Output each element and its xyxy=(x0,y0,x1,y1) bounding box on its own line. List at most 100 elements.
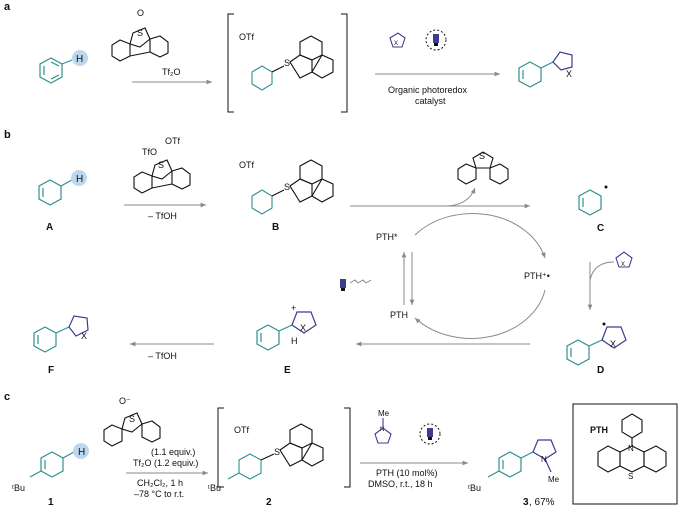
n-atom-pth: N xyxy=(628,444,634,453)
product-3 xyxy=(487,439,557,478)
x-atom-D: X xyxy=(610,339,616,349)
sulfonium-salt-a xyxy=(251,35,334,91)
s-atom-c: S xyxy=(129,414,135,424)
pth-structure-box xyxy=(572,403,678,505)
n-atom-pyrrole: N xyxy=(380,427,384,433)
phenyl-radical-C xyxy=(578,189,602,216)
heteroarene-a xyxy=(389,32,406,48)
x-atom-reagent-a: X xyxy=(394,41,398,47)
s-atom-pth: S xyxy=(628,472,633,481)
dbt-sulfoxide-c xyxy=(103,412,161,447)
o-atom-c: O⁻ xyxy=(119,396,131,406)
o-atom-a: O xyxy=(137,8,144,18)
dibenzothiophene xyxy=(457,151,509,185)
tbu-1: ᵗBu xyxy=(12,483,25,493)
dbt-sulfoxide-a xyxy=(111,27,169,62)
cond-4: DMSO, r.t., 18 h xyxy=(368,479,433,489)
catalyst-line2: catalyst xyxy=(415,96,446,106)
equiv-1: (1.1 equiv.) xyxy=(151,447,195,457)
cation-E xyxy=(256,311,317,351)
h-highlight xyxy=(72,50,88,66)
x-atom-product-a: X xyxy=(566,69,572,79)
equiv-2: Tf₂O (1.2 equiv.) xyxy=(133,458,198,468)
s-atom-b: S xyxy=(158,160,164,170)
s-atom-a: S xyxy=(137,28,143,38)
s-atom-sulfonium-a: S xyxy=(284,58,290,68)
h-atom-a: H xyxy=(76,54,83,65)
compound-D: D xyxy=(597,365,604,376)
heteroarene-b xyxy=(615,251,633,268)
compound-F: F xyxy=(48,365,54,376)
lamp-icon xyxy=(425,29,447,51)
tbu-2: ᵗBu xyxy=(208,483,221,493)
product-a xyxy=(518,51,573,88)
me-pyrrole: Me xyxy=(378,409,390,418)
minus-tfoh-top: – TfOH xyxy=(148,211,177,221)
minus-tfoh-bottom: – TfOH xyxy=(148,351,177,361)
dbt-ditriflate-b xyxy=(133,159,191,194)
compound-B: B xyxy=(272,222,279,233)
s-atom-2: S xyxy=(274,447,280,457)
cycle-arc-bottom xyxy=(414,289,546,339)
pth-radical-cation: PTH⁺• xyxy=(524,271,550,281)
bracket-left-a xyxy=(227,13,234,113)
pth-star: PTH* xyxy=(376,232,398,242)
arrow-dbt-release xyxy=(444,187,476,207)
me-3: Me xyxy=(548,475,560,484)
compound-A: A xyxy=(46,222,53,233)
tfo-b: TfO xyxy=(142,147,157,157)
n-atom-3: N xyxy=(541,455,547,464)
pth-ground: PTH xyxy=(390,310,408,320)
s-atom-dbt: S xyxy=(479,151,485,161)
benzene-a xyxy=(39,57,73,84)
cycle-arc-top xyxy=(414,212,546,259)
h-highlight-b xyxy=(71,170,87,186)
n-methylpyrrole xyxy=(374,418,392,444)
tbu-3: ᵗBu xyxy=(468,483,481,493)
pth-box-title: PTH xyxy=(590,425,608,435)
arrow-heteroarene-in xyxy=(589,261,615,281)
sulfonium-2 xyxy=(227,423,324,480)
compound-3: 3 xyxy=(523,497,529,508)
benzene-A xyxy=(38,179,73,206)
catalyst-line1: Organic photoredox xyxy=(388,85,468,95)
x-atom-E: X xyxy=(300,323,306,333)
bracket-right-c xyxy=(344,407,351,488)
compound-1: 1 xyxy=(48,497,54,508)
photocatalyst-lamp-icon xyxy=(340,279,372,291)
counterion-c: OTf xyxy=(234,425,249,435)
pth-structure xyxy=(597,413,667,473)
bracket-right-a xyxy=(341,13,348,113)
lamp-icon-c xyxy=(419,423,441,445)
panel-b-label: b xyxy=(4,129,11,141)
s-atom-B: S xyxy=(284,182,290,192)
tbu-benzene-1 xyxy=(29,451,75,478)
x-atom-reagent-b: X xyxy=(621,262,625,268)
panel-a-label: a xyxy=(4,1,11,13)
h-atom-E: H xyxy=(291,336,298,346)
yield-3: , 67% xyxy=(529,497,555,508)
compound-C: C xyxy=(597,223,604,234)
plus-E: + xyxy=(291,303,296,313)
sulfonium-B xyxy=(251,159,334,215)
x-atom-F: X xyxy=(81,331,87,341)
counterion-B: OTf xyxy=(239,160,254,170)
radical-dot-C xyxy=(604,185,608,189)
cond-3: PTH (10 mol%) xyxy=(376,468,438,478)
cond-2: –78 °C to r.t. xyxy=(134,489,184,499)
otf-top-b: OTf xyxy=(165,136,180,146)
cond-1: CH₂Cl₂, 1 h xyxy=(137,478,183,488)
panel-c-label: c xyxy=(4,391,10,403)
radical-dot-D xyxy=(602,322,606,326)
compound-2: 2 xyxy=(266,497,272,508)
counterion-a: OTf xyxy=(239,32,254,42)
radical-adduct-D xyxy=(566,326,627,366)
reagent-a: Tf₂O xyxy=(162,67,181,77)
h-highlight-c xyxy=(73,443,89,459)
compound-E: E xyxy=(284,365,291,376)
h-atom-b: H xyxy=(76,174,83,185)
bracket-left-c xyxy=(217,407,224,488)
product-F xyxy=(33,315,89,353)
h-atom-c: H xyxy=(78,447,85,458)
